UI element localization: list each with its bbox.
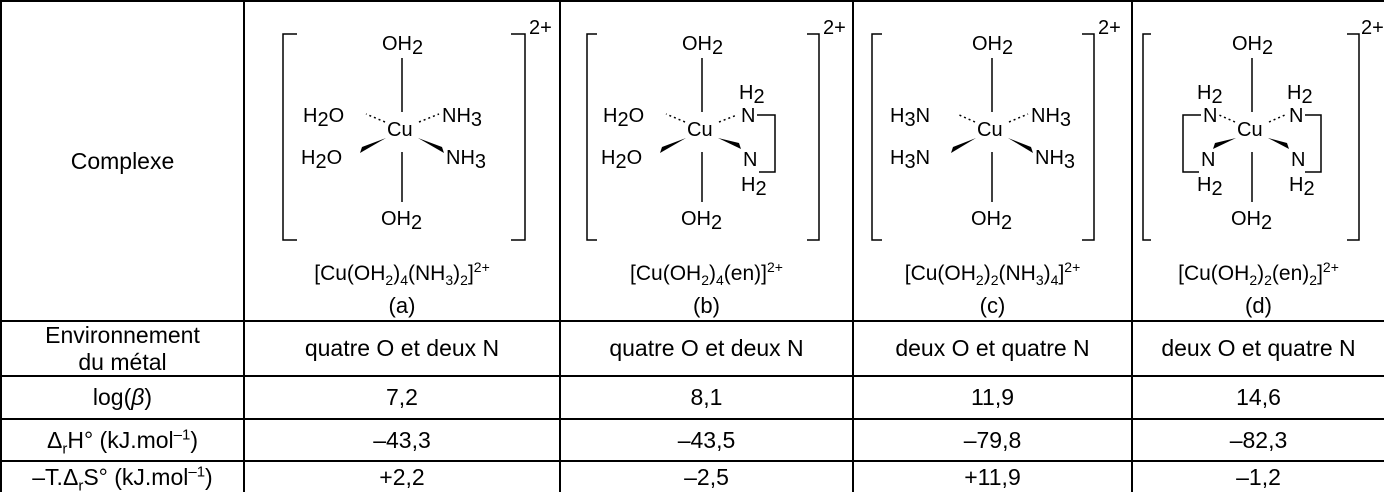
environment-d: deux O et quatre N xyxy=(1161,335,1356,361)
wedge-bond xyxy=(718,138,741,149)
formula-b: [Cu(OH2)4(en)]2+ xyxy=(630,259,783,289)
chelate-h2-bottom: H2 xyxy=(741,174,767,200)
metal-center: Cu xyxy=(687,119,713,141)
log-beta-a: 7,2 xyxy=(386,384,418,410)
label-b: (b) xyxy=(693,293,720,318)
col-divider-2 xyxy=(559,0,561,492)
chelate-h2-top-right: H2 xyxy=(1287,82,1313,108)
chelate-n-top-left: N xyxy=(1203,105,1217,127)
row-divider-3 xyxy=(0,418,1384,420)
table-border-left xyxy=(0,0,2,492)
environment-b: quatre O et deux N xyxy=(609,335,804,361)
row-divider-1 xyxy=(0,320,1384,322)
wedge-bond xyxy=(1008,138,1033,153)
ligand-lower-right: NH3 xyxy=(1035,147,1075,173)
environment-c: deux O et quatre N xyxy=(895,335,1090,361)
ligand-top: OH2 xyxy=(1232,33,1273,59)
chelate-n-bottom: N xyxy=(743,149,757,171)
label-d: (d) xyxy=(1245,293,1272,318)
ligand-lower-left: H2O xyxy=(601,147,642,173)
row-label-log-beta: log(β) xyxy=(92,384,153,410)
row-label-entropy: –T.ΔrS° (kJ.mol–1) xyxy=(32,462,213,494)
formula-a: [Cu(OH2)4(NH3)2]2+ xyxy=(314,259,490,289)
enthalpy-b: –43,5 xyxy=(677,426,736,453)
complex-charge: 2+ xyxy=(823,17,846,39)
complex-charge: 2+ xyxy=(529,17,552,39)
chelate-n-bottom-left: N xyxy=(1201,149,1215,171)
structure-d: OH2 OH2 Cu H2 N N H2 H2 N N H2 2+ xyxy=(1142,17,1384,241)
metal-center: Cu xyxy=(977,119,1003,141)
structure-c: OH2 OH2 Cu H3N H3N NH3 NH3 2+ xyxy=(871,17,1121,241)
ligand-upper-left: H2O xyxy=(603,105,644,131)
wedge-bond xyxy=(1268,138,1289,149)
col-divider-4 xyxy=(1131,0,1133,492)
chelate-h2-bottom-right: H2 xyxy=(1289,174,1315,200)
enthalpy-c: –79,8 xyxy=(963,426,1022,453)
chelate-n-bottom-right: N xyxy=(1291,149,1305,171)
log-beta-d: 14,6 xyxy=(1236,384,1281,410)
wedge-bond xyxy=(660,138,686,153)
row-divider-4 xyxy=(0,460,1384,462)
wedge-bond xyxy=(418,138,444,153)
formula-d: [Cu(OH2)2(en)2]2+ xyxy=(1178,259,1339,289)
label-a: (a) xyxy=(388,293,416,318)
ligand-bottom: OH2 xyxy=(971,208,1012,234)
environment-a: quatre O et deux N xyxy=(304,335,500,361)
col-divider-1 xyxy=(243,0,245,492)
label-c: (c) xyxy=(979,293,1006,318)
metal-center: Cu xyxy=(387,119,413,141)
chelate-h2-top-left: H2 xyxy=(1197,82,1223,108)
entropy-a: +2,2 xyxy=(379,463,425,490)
ligand-lower-left: H2O xyxy=(301,147,342,173)
ligand-upper-left: H2O xyxy=(303,105,344,131)
ligand-bottom: OH2 xyxy=(681,208,722,234)
ligand-top: OH2 xyxy=(382,33,423,59)
structure-b: OH2 OH2 Cu H2O H2O H2 N N H2 2+ xyxy=(586,17,846,241)
metal-center: Cu xyxy=(1237,119,1263,141)
ligand-upper-right: NH3 xyxy=(1031,105,1071,131)
entropy-c: +11,9 xyxy=(964,463,1021,490)
row-divider-2 xyxy=(0,375,1384,377)
complex-charge: 2+ xyxy=(1098,17,1121,39)
row-label-enthalpy: ΔrH° (kJ.mol–1) xyxy=(46,425,199,458)
entropy-d: –1,2 xyxy=(1236,463,1281,490)
wedge-bond xyxy=(951,138,976,153)
entropy-b: –2,5 xyxy=(684,463,729,490)
ligand-lower-left: H3N xyxy=(890,147,930,173)
wedge-bond xyxy=(360,138,386,153)
structure-a: OH2 OH2 Cu H2O H2O NH3 NH3 2+ xyxy=(282,17,552,241)
complex-charge: 2+ xyxy=(1361,17,1384,39)
enthalpy-a: –43,3 xyxy=(373,426,431,453)
ligand-bottom: OH2 xyxy=(1231,208,1272,234)
col-divider-3 xyxy=(852,0,854,492)
log-beta-b: 8,1 xyxy=(690,384,723,410)
ligand-upper-right: NH3 xyxy=(442,105,482,131)
chelate-h2-bottom-left: H2 xyxy=(1197,174,1223,200)
chelate-h2-top: H2 xyxy=(739,82,765,108)
table-border-top xyxy=(0,0,1384,2)
ligand-bottom: OH2 xyxy=(381,208,422,234)
ligand-upper-left: H3N xyxy=(890,105,930,131)
chelate-n-top: N xyxy=(741,105,755,127)
enthalpy-d: –82,3 xyxy=(1229,426,1288,453)
ligand-lower-right: NH3 xyxy=(446,147,486,173)
ligand-top: OH2 xyxy=(682,33,723,59)
header-label: Complexe xyxy=(70,147,175,174)
ligand-top: OH2 xyxy=(972,33,1013,59)
chelate-n-top-right: N xyxy=(1289,105,1303,127)
formula-c: [Cu(OH2)2(NH3)4]2+ xyxy=(904,259,1081,289)
log-beta-c: 11,9 xyxy=(970,384,1015,410)
wedge-bond xyxy=(1213,138,1236,149)
